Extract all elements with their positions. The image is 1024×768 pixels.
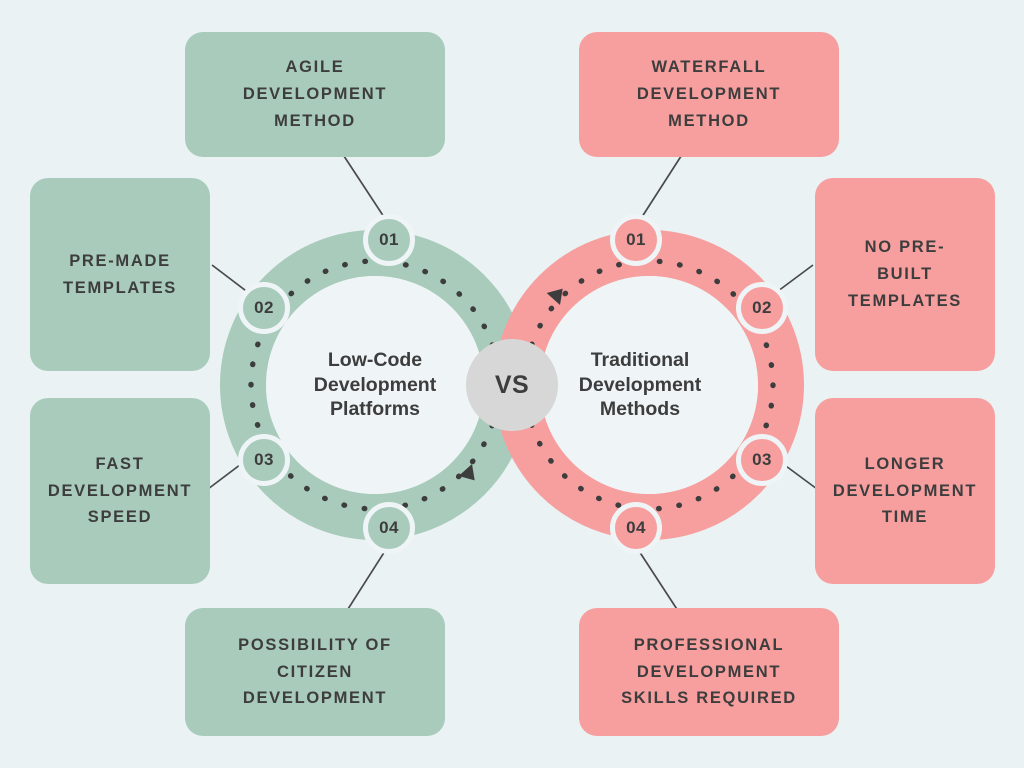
right-badge-03-text: 03 — [752, 450, 772, 469]
left-badge-01[interactable]: 01 — [363, 214, 415, 266]
left-item-box-03[interactable]: FAST DEVELOPMENT SPEED — [30, 398, 210, 584]
vs-label: VS — [494, 370, 530, 399]
left-item-label-02: PRE-MADE TEMPLATES — [63, 251, 177, 297]
left-item-label-04: POSSIBILITY OF CITIZEN DEVELOPMENT — [238, 635, 392, 708]
right-badge-02-text: 02 — [752, 298, 772, 317]
left-badge-02[interactable]: 02 — [238, 282, 290, 334]
connector-left-01 — [339, 149, 387, 221]
right-badge-04-text: 04 — [626, 518, 646, 537]
left-item-box-04[interactable]: POSSIBILITY OF CITIZEN DEVELOPMENT — [185, 608, 445, 736]
right-ring-arrowhead — [546, 288, 563, 305]
connector-right-01 — [639, 149, 686, 221]
right-item-box-03[interactable]: LONGER DEVELOPMENT TIME — [815, 398, 995, 584]
right-item-box-01[interactable]: WATERFALL DEVELOPMENT METHOD — [579, 32, 839, 157]
right-ring-title: Traditional Development Methods — [578, 349, 702, 421]
left-badge-04[interactable]: 04 — [363, 502, 415, 554]
right-item-box-04[interactable]: PROFESSIONAL DEVELOPMENT SKILLS REQUIRED — [579, 608, 839, 736]
left-ring-inner-disc — [266, 276, 484, 494]
right-ring-inner-disc — [540, 276, 758, 494]
right-badge-03[interactable]: 03 — [736, 434, 788, 486]
right-badge-01-text: 01 — [626, 230, 646, 249]
right-item-label-04: PROFESSIONAL DEVELOPMENT SKILLS REQUIRED — [621, 635, 797, 708]
left-badge-04-text: 04 — [379, 518, 399, 537]
left-badge-01-text: 01 — [379, 230, 399, 249]
right-item-label-01: WATERFALL DEVELOPMENT METHOD — [636, 58, 782, 130]
left-badge-03[interactable]: 03 — [238, 434, 290, 486]
left-item-label-01: AGILE DEVELOPMENT METHOD — [242, 58, 388, 130]
right-item-box-02[interactable]: NO PRE- BUILT TEMPLATES — [815, 178, 995, 371]
right-badge-02[interactable]: 02 — [736, 282, 788, 334]
left-ring-title: Low-Code Development Platforms — [313, 349, 437, 421]
vs-circle: VS — [466, 339, 558, 431]
left-badge-03-text: 03 — [254, 450, 274, 469]
right-item-label-02: NO PRE- BUILT TEMPLATES — [848, 238, 962, 310]
left-item-box-01[interactable]: AGILE DEVELOPMENT METHOD — [185, 32, 445, 157]
left-item-label-03: FAST DEVELOPMENT SPEED — [47, 454, 193, 527]
right-item-label-03: LONGER DEVELOPMENT TIME — [832, 454, 978, 527]
left-badge-02-text: 02 — [254, 298, 274, 317]
right-badge-04[interactable]: 04 — [610, 502, 662, 554]
left-ring-arrowhead — [458, 464, 475, 481]
right-badge-01[interactable]: 01 — [610, 214, 662, 266]
left-item-box-02[interactable]: PRE-MADE TEMPLATES — [30, 178, 210, 371]
